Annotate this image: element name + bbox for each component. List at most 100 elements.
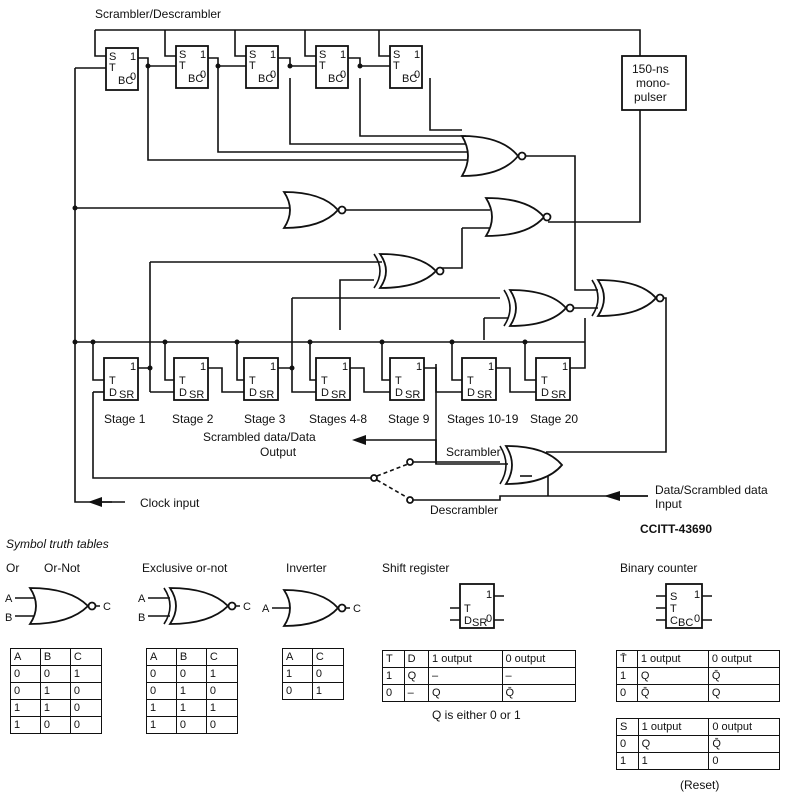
shift-register-stage-2: [173, 357, 209, 402]
or-not-pin-b: B: [5, 612, 12, 624]
table-cell: 0: [382, 684, 405, 702]
table-cell: 1: [39, 699, 71, 717]
data-input-label-2: Input: [655, 497, 682, 511]
xnor-pin-c: C: [243, 601, 251, 613]
shift-register-note: Q is either 0 or 1: [432, 708, 521, 722]
five-input-or-not-gate: [460, 135, 520, 177]
binary-counter-3: [245, 45, 279, 89]
sr-symbol-label: SR: [472, 617, 487, 629]
table-cell: 1: [311, 682, 345, 700]
sr-symbol-pin-d: D: [464, 615, 472, 627]
scrambler-label: Scrambler: [446, 445, 501, 459]
table-cell: 1: [382, 667, 405, 685]
table-cell: 1: [205, 699, 239, 717]
shift-register-symbol: [459, 583, 495, 629]
inverter-pin-a: A: [262, 603, 270, 615]
binary-counter-reset-note: (Reset): [680, 778, 720, 792]
or-not-pin-a: A: [5, 593, 13, 605]
shift-register-stage-9: [389, 357, 425, 402]
sr-symbol-pin-1: 1: [486, 589, 492, 601]
table-cell: 0: [708, 752, 780, 770]
table-cell: 0: [146, 665, 177, 683]
table-header: C: [69, 648, 103, 666]
bc-symbol-pin-t: T: [670, 603, 677, 615]
table-cell: 0: [10, 682, 41, 700]
xor-gate-right: [596, 279, 658, 317]
table-cell: Q̄: [707, 667, 781, 685]
binary-counter-2: [175, 45, 209, 89]
table-header: 0 output: [501, 650, 576, 668]
table-cell: 1: [282, 665, 313, 683]
binary-counter-4: [315, 45, 349, 89]
or-not-pin-c: C: [103, 601, 111, 613]
table-cell: –: [428, 667, 503, 685]
table-cell: 0: [175, 716, 207, 734]
shift-register-stage-1: [103, 357, 139, 402]
table-header: C: [311, 648, 345, 666]
stage-label-9: Stage 9: [388, 412, 430, 426]
table-cell: Q: [636, 667, 709, 685]
table-header: S: [616, 718, 639, 736]
table-header: A: [146, 648, 177, 666]
scrambled-output-label-2: Output: [260, 445, 297, 459]
shift-register-title: Shift register: [382, 561, 449, 575]
or-title: Or: [6, 561, 19, 575]
table-cell: 0: [616, 684, 638, 702]
or-not-gate-right: [484, 197, 546, 237]
xnor-gate-upper: [378, 253, 438, 289]
monopulser-box: [621, 55, 687, 111]
shift-register-stage-3: [243, 357, 279, 402]
table-header: D: [403, 650, 430, 668]
table-cell: 0: [146, 682, 177, 700]
data-input-label-1: Data/Scrambled data: [655, 483, 768, 497]
table-cell: 0: [10, 665, 41, 683]
table-cell: 0: [616, 735, 639, 753]
binary-counter-title: Binary counter: [620, 561, 697, 575]
table-cell: 0: [311, 665, 345, 683]
monopulser-label-1: 150-ns: [632, 62, 669, 76]
bc-symbol-pin-s: S: [670, 591, 677, 603]
table-cell: Q̄: [636, 684, 709, 702]
table-header: 1 output: [428, 650, 503, 668]
shift-register-stages-4-8: [315, 357, 351, 402]
table-cell: Q: [637, 735, 710, 753]
bc-symbol-pin-0: 0: [694, 613, 700, 625]
bc-symbol-pin-c: C: [670, 615, 678, 627]
table-cell: Q: [403, 667, 430, 685]
binary-counter-1: [105, 47, 139, 91]
table-cell: 1: [10, 716, 41, 734]
shift-register-stages-10-19: [461, 357, 497, 402]
table-cell: –: [403, 684, 430, 702]
xnor-pin-a: A: [138, 593, 146, 605]
inverter-pin-c: C: [353, 603, 361, 615]
table-header: B: [39, 648, 71, 666]
table-cell: 1: [146, 716, 177, 734]
table-cell: 1: [205, 665, 239, 683]
table-cell: 1: [69, 665, 103, 683]
table-cell: 1: [175, 682, 207, 700]
table-cell: 0: [39, 716, 71, 734]
table-cell: 0: [175, 665, 207, 683]
bc-symbol-label: BC: [678, 617, 693, 629]
stage-label-2: Stage 2: [172, 412, 214, 426]
table-header: 1 output: [637, 718, 710, 736]
section-title: Symbol truth tables: [6, 537, 109, 551]
or-not-gate-left: [282, 191, 340, 229]
table-header: T: [382, 650, 405, 668]
xnor-pin-b: B: [138, 612, 145, 624]
table-cell: Q: [428, 684, 503, 702]
table-cell: Q̄: [708, 735, 780, 753]
table-header: A: [10, 648, 41, 666]
table-cell: 0: [205, 682, 239, 700]
sr-symbol-pin-0: 0: [486, 613, 492, 625]
table-cell: Q: [707, 684, 781, 702]
table-header: 0 output: [707, 650, 781, 668]
table-cell: 1: [10, 699, 41, 717]
table-cell: 1: [616, 752, 639, 770]
scrambled-output-label-1: Scrambled data/Data: [203, 430, 316, 444]
table-cell: 1: [39, 682, 71, 700]
